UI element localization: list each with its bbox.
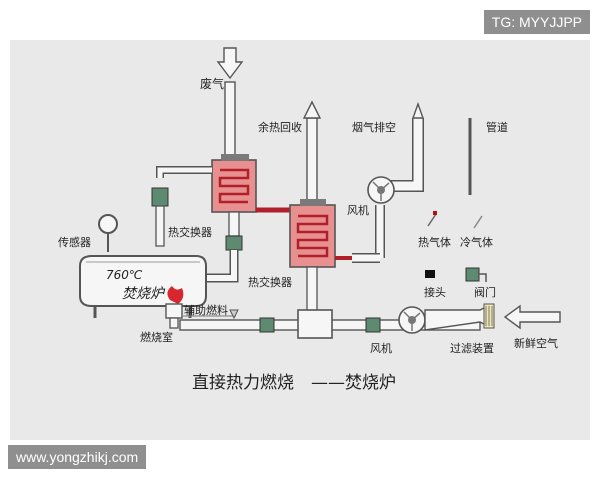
heat-exchanger-1: [211, 154, 257, 213]
incinerator-label: 焚烧炉: [122, 286, 166, 302]
legend-cold-gas-swatch: [473, 215, 483, 229]
heat-recovery-label: 余热回收: [258, 120, 302, 134]
aux-fuel-label: 辅助燃料: [184, 303, 228, 317]
heat-exchanger-2: [289, 199, 336, 268]
legend-connector-label: 接头: [424, 286, 446, 299]
fresh-air-label: 新鲜空气: [514, 336, 558, 350]
combustion-chamber-label: 燃烧室: [140, 330, 173, 344]
heat-exchanger-2-label: 热交换器: [248, 275, 292, 289]
heat-exchanger-1-label: 热交换器: [168, 225, 212, 239]
legend-hot-gas-label: 热气体: [418, 235, 451, 249]
legend-connector-swatch: [425, 270, 435, 278]
temperature-readout: 760℃: [106, 268, 143, 282]
exhaust-in-label: 废气: [200, 76, 224, 91]
exchanger1-to-incinerator-pipe: [206, 211, 243, 283]
legend-hot-gas-swatch: [427, 211, 437, 227]
sensor-to-exchanger-pipe: [151, 166, 212, 247]
bottom-fan-label: 风机: [370, 341, 392, 355]
flue-out-label: 烟气排空: [352, 120, 396, 134]
filter-label: 过滤装置: [450, 342, 494, 355]
exchanger2-down-pipe: [306, 266, 318, 312]
legend-cold-gas-label: 冷气体: [460, 235, 493, 249]
watermark-bottom: www.yongzhikj.com: [8, 445, 147, 469]
bottom-fan: [398, 306, 426, 334]
main-air-line: [179, 309, 481, 339]
legend-valve-label: 阀门: [474, 285, 496, 299]
legend-pipe-label: 管道: [486, 120, 508, 134]
temperature-sensor: [98, 214, 118, 252]
burner-flame: [165, 286, 184, 329]
sensor-label: 传感器: [58, 236, 91, 249]
heat-recovery-outlet: [302, 100, 322, 201]
top-fan: [367, 176, 395, 204]
top-fan-label: 风机: [347, 203, 369, 217]
watermark-top: TG: MYYJJPP: [483, 10, 590, 34]
top-fan-duct: [352, 101, 424, 263]
aux-fuel-valve: [229, 309, 239, 320]
filter-duct: [424, 303, 495, 331]
fresh-air-arrow: [503, 304, 561, 330]
diagram-caption: 直接热力燃烧 ——焚烧炉: [192, 373, 396, 393]
legend-valve-swatch: [465, 267, 487, 282]
